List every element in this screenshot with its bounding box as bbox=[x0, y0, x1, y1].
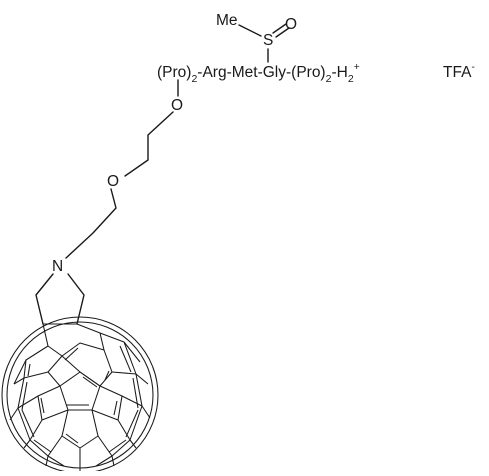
peptide-label: (Pro)2-Arg-Met-Gly-(Pro)2-H2+ bbox=[157, 61, 360, 85]
peptide-middle: -Arg-Met-Gly-(Pro) bbox=[197, 64, 325, 81]
bond-lines bbox=[35, 23, 290, 325]
nitrogen-label: N bbox=[52, 258, 63, 275]
fullerene-cage bbox=[1, 316, 159, 474]
ether-oxygen-1-label: O bbox=[171, 97, 183, 114]
sulfoxide-oxygen-label: O bbox=[285, 16, 297, 33]
methyl-label: Me bbox=[216, 12, 238, 29]
ether-oxygen-2-label: O bbox=[107, 173, 119, 190]
peptide-subscript-3: 2 bbox=[348, 73, 354, 85]
counterion-charge: - bbox=[471, 61, 475, 73]
peptide-prefix: (Pro) bbox=[157, 64, 191, 81]
counterion-label: TFA- bbox=[443, 61, 475, 81]
peptide-end: -H bbox=[331, 64, 347, 81]
peptide-subscript-2: 2 bbox=[326, 73, 332, 85]
peptide-subscript-1: 2 bbox=[191, 73, 197, 85]
peptide-charge: + bbox=[354, 61, 360, 73]
counterion-text: TFA bbox=[443, 64, 472, 81]
sulfur-label: S bbox=[263, 32, 273, 49]
